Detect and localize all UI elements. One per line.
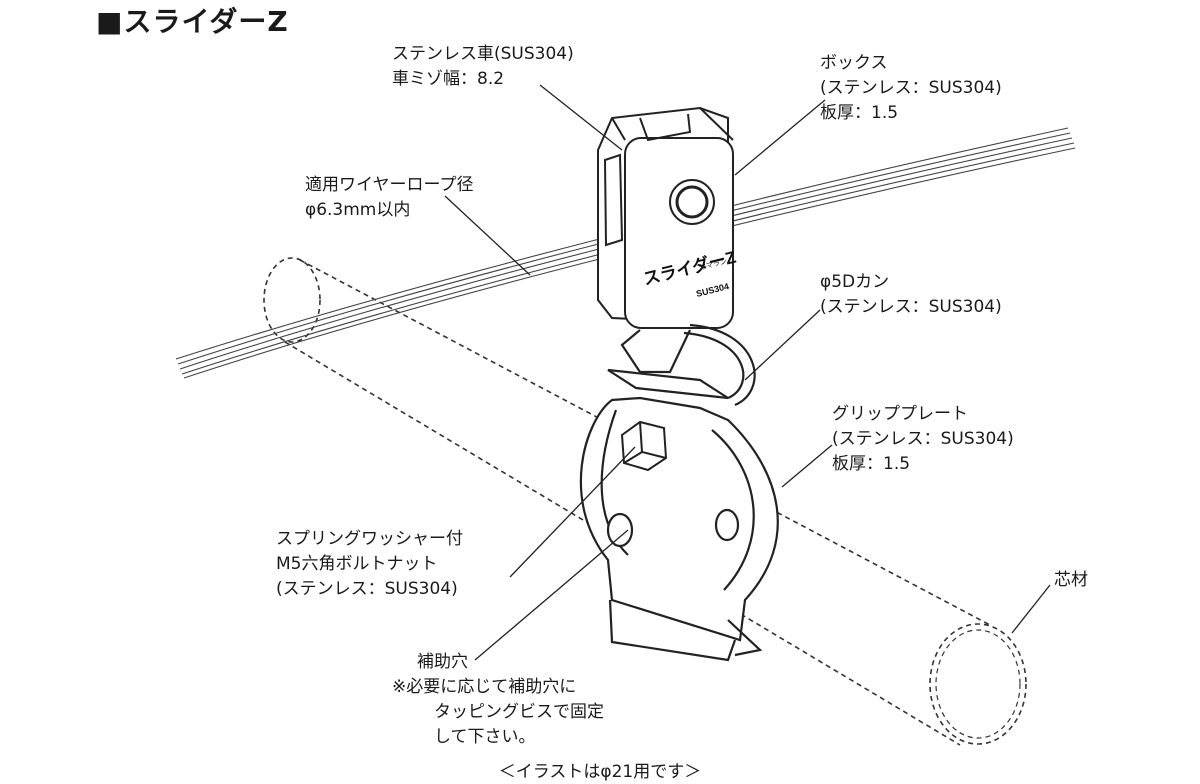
leader-core: [1011, 584, 1051, 634]
label-box-line3: 板厚：1.5: [820, 103, 899, 123]
label-bolt-line3: (ステンレス：SUS304): [276, 579, 458, 599]
label-bolt-line1: スプリングワッシャー付: [276, 529, 463, 549]
label-hole-line3: タッピングビスで固定: [434, 702, 604, 722]
leader-grip: [781, 444, 833, 488]
label-wire-line1: 適用ワイヤーロープ径: [305, 175, 474, 195]
label-grip: グリッププレート (ステンレス：SUS304) 板厚：1.5: [832, 402, 1014, 477]
grip-plate: [579, 368, 779, 662]
leader-wire: [444, 195, 531, 276]
label-hole-line2: ※必要に応じて補助穴に: [392, 677, 577, 697]
page-title: ■スライダーZ: [96, 5, 289, 38]
label-sheave-line1: ステンレス車(SUS304): [392, 44, 574, 64]
label-hole-line4: して下さい。: [434, 727, 536, 747]
label-box: ボックス (ステンレス：SUS304) 板厚：1.5: [820, 51, 1002, 126]
label-dkan-line2: (ステンレス：SUS304): [820, 297, 1002, 317]
label-grip-line1: グリッププレート: [832, 404, 968, 424]
label-grip-line2: (ステンレス：SUS304): [832, 429, 1014, 449]
label-hole-line1: 補助穴: [417, 652, 468, 672]
hex-bolt: [620, 420, 668, 472]
leader-lines: [444, 84, 1051, 661]
label-core: 芯材: [1054, 568, 1088, 593]
label-hole: 補助穴 ※必要に応じて補助穴に タッピングビスで固定 して下さい。: [392, 650, 604, 750]
label-core-line1: 芯材: [1054, 570, 1088, 590]
label-wire: 適用ワイヤーロープ径 φ6.3mm以内: [305, 173, 473, 223]
label-wire-line2: φ6.3mm以内: [305, 200, 411, 220]
label-sheave-line2: 車ミゾ幅：8.2: [392, 69, 505, 89]
figure-caption: ＜イラストはφ21用です＞: [498, 762, 702, 782]
leader-hole: [474, 529, 629, 661]
label-box-line1: ボックス: [820, 53, 888, 73]
label-sheave: ステンレス車(SUS304) 車ミゾ幅：8.2: [392, 42, 574, 92]
leader-sheave: [539, 84, 623, 151]
label-grip-line3: 板厚：1.5: [832, 454, 911, 474]
d-kan: [620, 323, 756, 407]
label-box-line2: (ステンレス：SUS304): [820, 78, 1002, 98]
slider-box: [597, 106, 734, 329]
leader-bolt: [509, 446, 636, 578]
label-dkan: φ5Dカン (ステンレス：SUS304): [820, 270, 1002, 320]
label-dkan-line1: φ5Dカン: [820, 272, 890, 292]
leader-dkan: [744, 309, 821, 381]
label-bolt-line2: M5六角ボルトナット: [276, 554, 438, 574]
label-bolt: スプリングワッシャー付 M5六角ボルトナット (ステンレス：SUS304): [276, 527, 463, 602]
leader-box: [734, 99, 826, 176]
